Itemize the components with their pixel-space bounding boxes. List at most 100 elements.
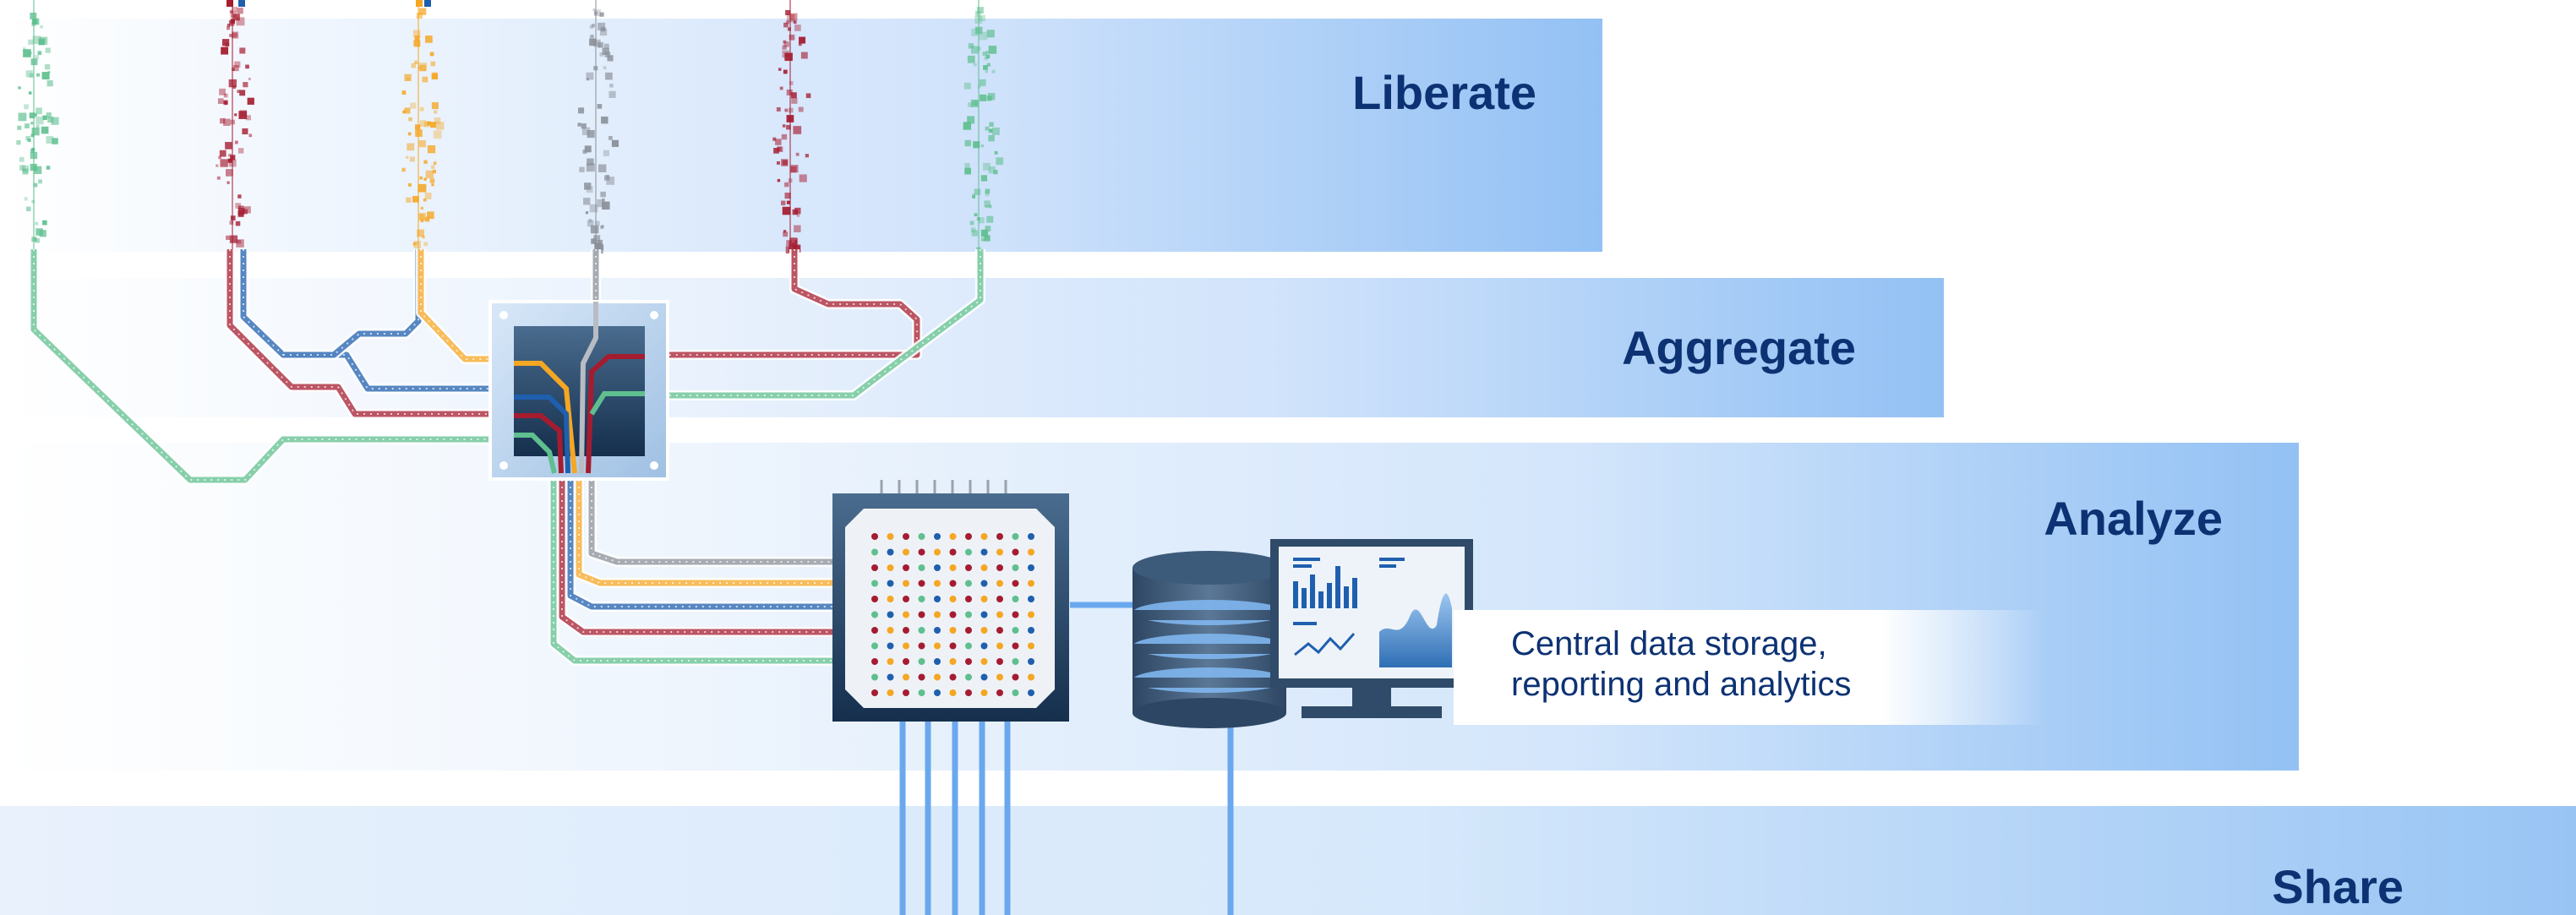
stream-particle [406,155,409,159]
stream-particle [778,68,782,71]
stream-particle [599,28,608,36]
stream-particle [969,221,974,226]
stream-particle [786,240,793,247]
stream-particle [786,124,791,130]
stream-particle [799,36,806,44]
stream-particle [988,204,992,209]
stream-particle [980,144,985,148]
processor-dot [949,548,957,556]
processor-dot [903,580,909,587]
processor-dot-grid [871,533,1034,696]
stream-particle [431,183,434,187]
stream-particle [35,117,44,125]
stream-particle [794,25,801,31]
stream-particle [23,49,31,57]
stream-particle [419,64,427,72]
processor-dot [918,658,925,665]
stage-label-analyze: Analyze [2044,492,2223,545]
processor-dot [965,564,972,571]
stream-particle [586,163,595,172]
processor-dot [871,673,878,681]
stream-particle [597,243,604,251]
processor-dot [934,673,941,681]
stream-particle [996,157,1004,166]
stream-particle [790,165,799,173]
processor-dot [1028,564,1034,571]
stream-particle [425,170,434,179]
stream-particle [235,203,242,209]
stream-particle [970,227,976,232]
processor-dot [949,611,957,618]
processor-dot [903,611,909,618]
stream-particle [226,26,231,30]
stream-particle [986,95,992,101]
processor-dot [996,627,1003,634]
processor-dot [871,548,878,556]
processor-dot [965,533,972,540]
stream-particle [777,178,781,182]
stream-particle [419,120,427,128]
stream-particle [800,52,808,59]
processor-dot [1012,673,1019,681]
stage-label-aggregate: Aggregate [1622,321,1856,374]
processor-dot [903,548,909,556]
stream-particle [432,169,437,174]
stream-particle [985,69,988,74]
stream-particle [423,198,427,202]
stream-particle [216,176,221,180]
stream-particle [609,135,613,140]
stream-particle [775,139,782,145]
stream-particle [418,62,428,71]
stream-particle [19,156,25,162]
stream-particle [784,108,789,112]
stream-particle [991,127,1000,135]
stream-particle [587,158,594,166]
stream-particle [430,165,435,169]
processor-dot [903,596,909,602]
stream-particle [776,106,781,112]
stream-particle [22,168,29,175]
processor-dot [949,580,957,587]
processor-dot [887,658,894,665]
stream-particle [423,160,428,164]
stream-particle [590,34,594,38]
stream-particle [237,90,240,93]
stream-particle [601,116,609,124]
stream-particle [988,134,995,142]
stream-particle [38,39,45,46]
stream-particle [404,74,412,82]
stream-particle [784,52,793,62]
stream-particle [964,139,971,147]
stream-particle [595,242,598,246]
stream-particle [239,47,246,54]
stream-particle [584,145,592,153]
stream-particle [777,146,782,151]
stream-particle [985,226,991,231]
processor-dot [1012,689,1019,696]
processor-dot [871,564,878,571]
stream-particle [603,43,609,49]
stream-particle [228,153,232,157]
stream-particle [26,206,31,212]
processor-dot [949,689,957,696]
pipeline-dots [651,249,981,396]
stream-particle [30,133,35,138]
processor-dot [996,580,1003,587]
stream-particle [980,175,988,182]
stream-particle [782,124,786,128]
stream-particle [42,220,47,226]
processor-dot [1028,548,1034,556]
stage-label-liberate: Liberate [1352,66,1536,119]
stream-particle [799,174,807,182]
stream-particle [973,141,980,149]
processor-dot [871,533,878,540]
stream-particle [430,122,437,128]
stream-particle [417,229,424,237]
stream-particle [983,65,988,70]
stream-particle [586,72,594,80]
stream-particle [582,150,587,154]
processor-dot [918,548,925,556]
stream-particle [578,107,585,114]
stream-particle [412,30,421,38]
